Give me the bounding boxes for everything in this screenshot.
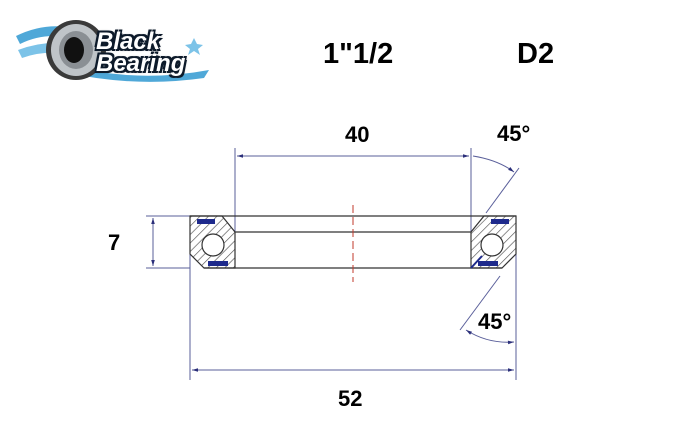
- bearing-wheel-icon: [16, 20, 209, 82]
- right-race-section: [470, 215, 517, 269]
- top-angle-label: 45°: [497, 121, 531, 146]
- logo-text-black: Black: [96, 28, 161, 55]
- bearing-body: [189, 215, 517, 380]
- height-label: 7: [108, 230, 121, 255]
- bottom-angle-dimension: [459, 275, 515, 345]
- logo-text-bearing: Bearing: [96, 50, 186, 77]
- bearing-size-title: 1"1/2: [323, 38, 394, 70]
- left-race-section: [189, 215, 236, 269]
- bearing-type-title: D2: [517, 38, 555, 70]
- inner-diameter-label: 40: [345, 122, 370, 147]
- left-bottom-seal: [208, 261, 228, 266]
- bottom-angle-label: 45°: [478, 309, 512, 334]
- right-top-seal: [491, 219, 509, 224]
- black-bearing-logo: Black Bearing: [14, 14, 214, 84]
- left-top-seal: [197, 219, 215, 224]
- height-dimension: [146, 215, 190, 269]
- outer-diameter-label: 52: [338, 386, 363, 411]
- right-bottom-seal: [478, 261, 498, 266]
- top-angle-dimension: [472, 155, 520, 214]
